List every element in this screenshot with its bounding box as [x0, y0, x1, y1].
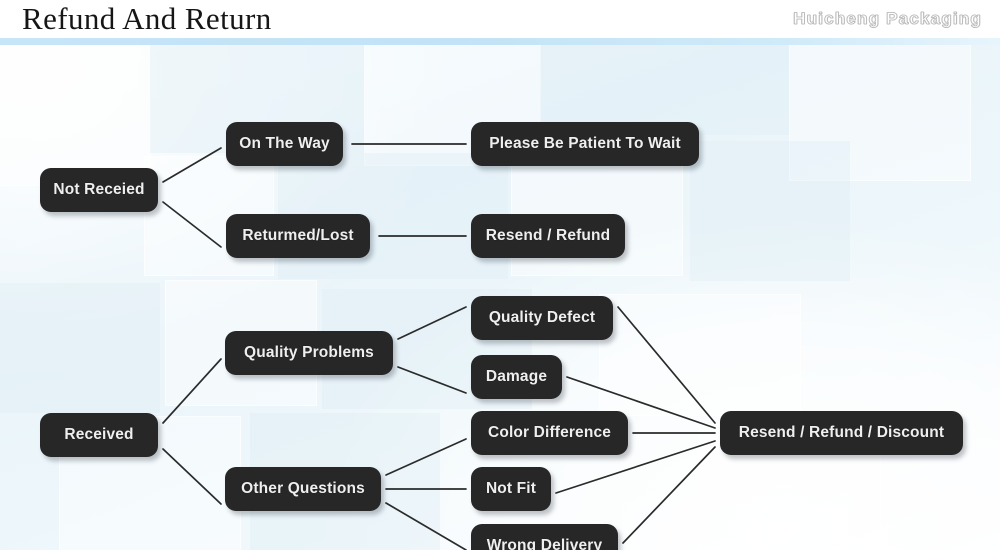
node-label: Not Receied: [53, 181, 145, 198]
connector-received-to-quality-problems: [162, 358, 222, 424]
node-label: On The Way: [239, 135, 330, 152]
node-label: Damage: [485, 368, 548, 385]
node-received[interactable]: Received: [40, 413, 158, 457]
node-label: Resend / Refund: [485, 227, 611, 244]
background-tile: [0, 45, 150, 185]
node-not-received[interactable]: Not Receied: [40, 168, 158, 212]
node-label: Received: [64, 426, 134, 443]
connector-lines: [162, 143, 716, 550]
node-not-fit[interactable]: Not Fit: [471, 467, 551, 511]
connector-damage-to-resend-refund-disc: [566, 376, 716, 429]
connector-not-received-to-returned-lost: [162, 201, 222, 248]
slide-header: Refund And Return Huicheng Packaging: [0, 0, 1000, 38]
node-label: Color Difference: [488, 424, 611, 441]
node-quality-problems[interactable]: Quality Problems: [225, 331, 393, 375]
background-tile: [540, 45, 790, 135]
node-label: Quality Problems: [244, 344, 374, 361]
connector-other-questions-to-color-difference: [385, 438, 467, 476]
connector-received-to-other-questions: [162, 448, 222, 505]
background-tile: [600, 295, 800, 415]
node-other-questions[interactable]: Other Questions: [225, 467, 381, 511]
node-label: Please Be Patient To Wait: [489, 135, 681, 152]
node-color-difference[interactable]: Color Difference: [471, 411, 628, 455]
connector-other-questions-to-wrong-delivery: [385, 502, 467, 550]
node-returned-lost[interactable]: Returmed/Lost: [226, 214, 370, 258]
node-label: Not Fit: [485, 480, 537, 497]
node-label: Other Questions: [241, 480, 365, 497]
node-on-the-way[interactable]: On The Way: [226, 122, 343, 166]
background-tile: [0, 283, 160, 413]
header-accent-rule: [0, 38, 1000, 45]
connector-quality-defect-to-resend-refund-disc: [617, 306, 716, 424]
connector-quality-problems-to-damage: [397, 366, 467, 394]
node-label: Quality Defect: [488, 309, 596, 326]
node-wrong-delivery[interactable]: Wrong Delivery: [471, 524, 618, 550]
node-please-be-patient[interactable]: Please Be Patient To Wait: [471, 122, 699, 166]
connector-wrong-delivery-to-resend-refund-disc: [622, 446, 716, 544]
node-label: Returmed/Lost: [242, 227, 354, 244]
connector-not-fit-to-resend-refund-disc: [555, 440, 716, 494]
node-damage[interactable]: Damage: [471, 355, 562, 399]
node-resend-refund-disc[interactable]: Resend / Refund / Discount: [720, 411, 963, 455]
node-label: Wrong Delivery: [486, 537, 603, 550]
background-tile: [790, 45, 970, 180]
page-title: Refund And Return: [22, 1, 272, 36]
connector-quality-problems-to-quality-defect: [397, 306, 467, 340]
node-label: Resend / Refund / Discount: [738, 424, 945, 441]
brand-name: Huicheng Packaging: [793, 9, 982, 29]
node-quality-defect[interactable]: Quality Defect: [471, 296, 613, 340]
node-resend-refund[interactable]: Resend / Refund: [471, 214, 625, 258]
connector-not-received-to-on-the-way: [162, 147, 222, 183]
background-tile: [690, 141, 850, 281]
